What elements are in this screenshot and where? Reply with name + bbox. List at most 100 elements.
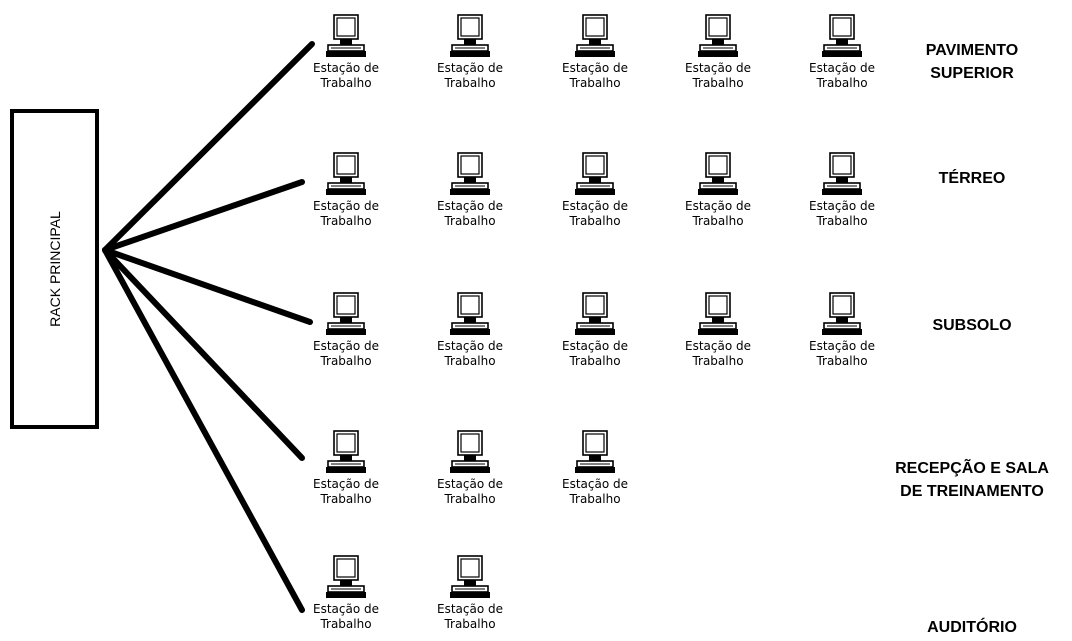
computer-icon xyxy=(575,152,615,195)
workstation-label-line1: Estação de xyxy=(809,339,875,353)
floor-label: RECEPÇÃO E SALA DE TREINAMENTO xyxy=(872,457,1072,503)
workstation-label-line1: Estação de xyxy=(437,477,503,491)
workstation-label-line1: Estação de xyxy=(809,61,875,75)
workstation-label-line1: Estação de xyxy=(313,477,379,491)
workstation-label-line2: Trabalho xyxy=(569,76,621,90)
computer-icon xyxy=(822,292,862,335)
computer-icon xyxy=(450,14,490,57)
workstation-label-line2: Trabalho xyxy=(320,214,372,228)
computer-icon xyxy=(822,14,862,57)
computer-icon xyxy=(822,152,862,195)
workstation-label-line2: Trabalho xyxy=(444,354,496,368)
workstation-label-line2: Trabalho xyxy=(569,492,621,506)
workstation-label-line2: Trabalho xyxy=(692,354,744,368)
workstation-label-line1: Estação de xyxy=(685,339,751,353)
computer-icon xyxy=(698,152,738,195)
workstation-label-line1: Estação de xyxy=(437,199,503,213)
floor-label-line1: AUDITÓRIO xyxy=(927,618,1017,636)
computer-icon xyxy=(326,14,366,57)
workstation-label-line1: Estação de xyxy=(313,339,379,353)
workstation-label-line1: Estação de xyxy=(562,61,628,75)
workstation-label-line2: Trabalho xyxy=(569,354,621,368)
floor-label-line2: DE TREINAMENTO xyxy=(900,483,1044,500)
workstation-label-line1: Estação de xyxy=(562,339,628,353)
computer-icon xyxy=(326,292,366,335)
floor-label-line2: SUPERIOR xyxy=(930,65,1014,82)
floor-label-line1: TÉRREO xyxy=(938,169,1006,187)
cable-line xyxy=(102,179,305,253)
floor-label-line1: SUBSOLO xyxy=(932,316,1012,334)
computer-icon xyxy=(450,152,490,195)
workstation-label-line2: Trabalho xyxy=(320,492,372,506)
main-rack: RACK PRINCIPAL xyxy=(10,109,99,429)
floor-label: TÉRREO xyxy=(872,167,1072,190)
workstation-label-line1: Estação de xyxy=(437,61,503,75)
computer-icon xyxy=(450,292,490,335)
workstation-label-line1: Estação de xyxy=(562,477,628,491)
workstation-label-line2: Trabalho xyxy=(444,492,496,506)
workstation-label-line2: Trabalho xyxy=(444,214,496,228)
workstation-label-line1: Estação de xyxy=(313,61,379,75)
workstation-label-line2: Trabalho xyxy=(816,214,868,228)
floor-label-line1: PAVIMENTO xyxy=(925,42,1019,59)
computer-icon xyxy=(698,14,738,57)
floor-label: AUDITÓRIO xyxy=(872,616,1072,639)
workstation-label-line1: Estação de xyxy=(562,199,628,213)
workstation-label-line2: Trabalho xyxy=(692,76,744,90)
workstation-label-line1: Estação de xyxy=(313,602,379,616)
workstation-label-line1: Estação de xyxy=(313,199,379,213)
floor-label-line1: RECEPÇÃO E SALA xyxy=(895,460,1049,477)
workstation-label-line2: Trabalho xyxy=(816,76,868,90)
rack-label: RACK PRINCIPAL xyxy=(46,211,63,327)
workstation-label-line1: Estação de xyxy=(437,339,503,353)
workstation-label-line2: Trabalho xyxy=(444,617,496,631)
cable-line xyxy=(102,247,313,325)
floor-label: SUBSOLO xyxy=(872,314,1072,337)
workstation-label-line2: Trabalho xyxy=(569,214,621,228)
computer-icon xyxy=(698,292,738,335)
workstation-label-line2: Trabalho xyxy=(320,617,372,631)
computer-icon xyxy=(326,152,366,195)
computer-icon xyxy=(450,430,490,473)
workstation-label-line2: Trabalho xyxy=(692,214,744,228)
computer-icon xyxy=(326,555,366,598)
workstation-label-line1: Estação de xyxy=(685,61,751,75)
cable-line xyxy=(102,247,305,613)
computer-icon xyxy=(575,292,615,335)
computer-icon xyxy=(450,555,490,598)
